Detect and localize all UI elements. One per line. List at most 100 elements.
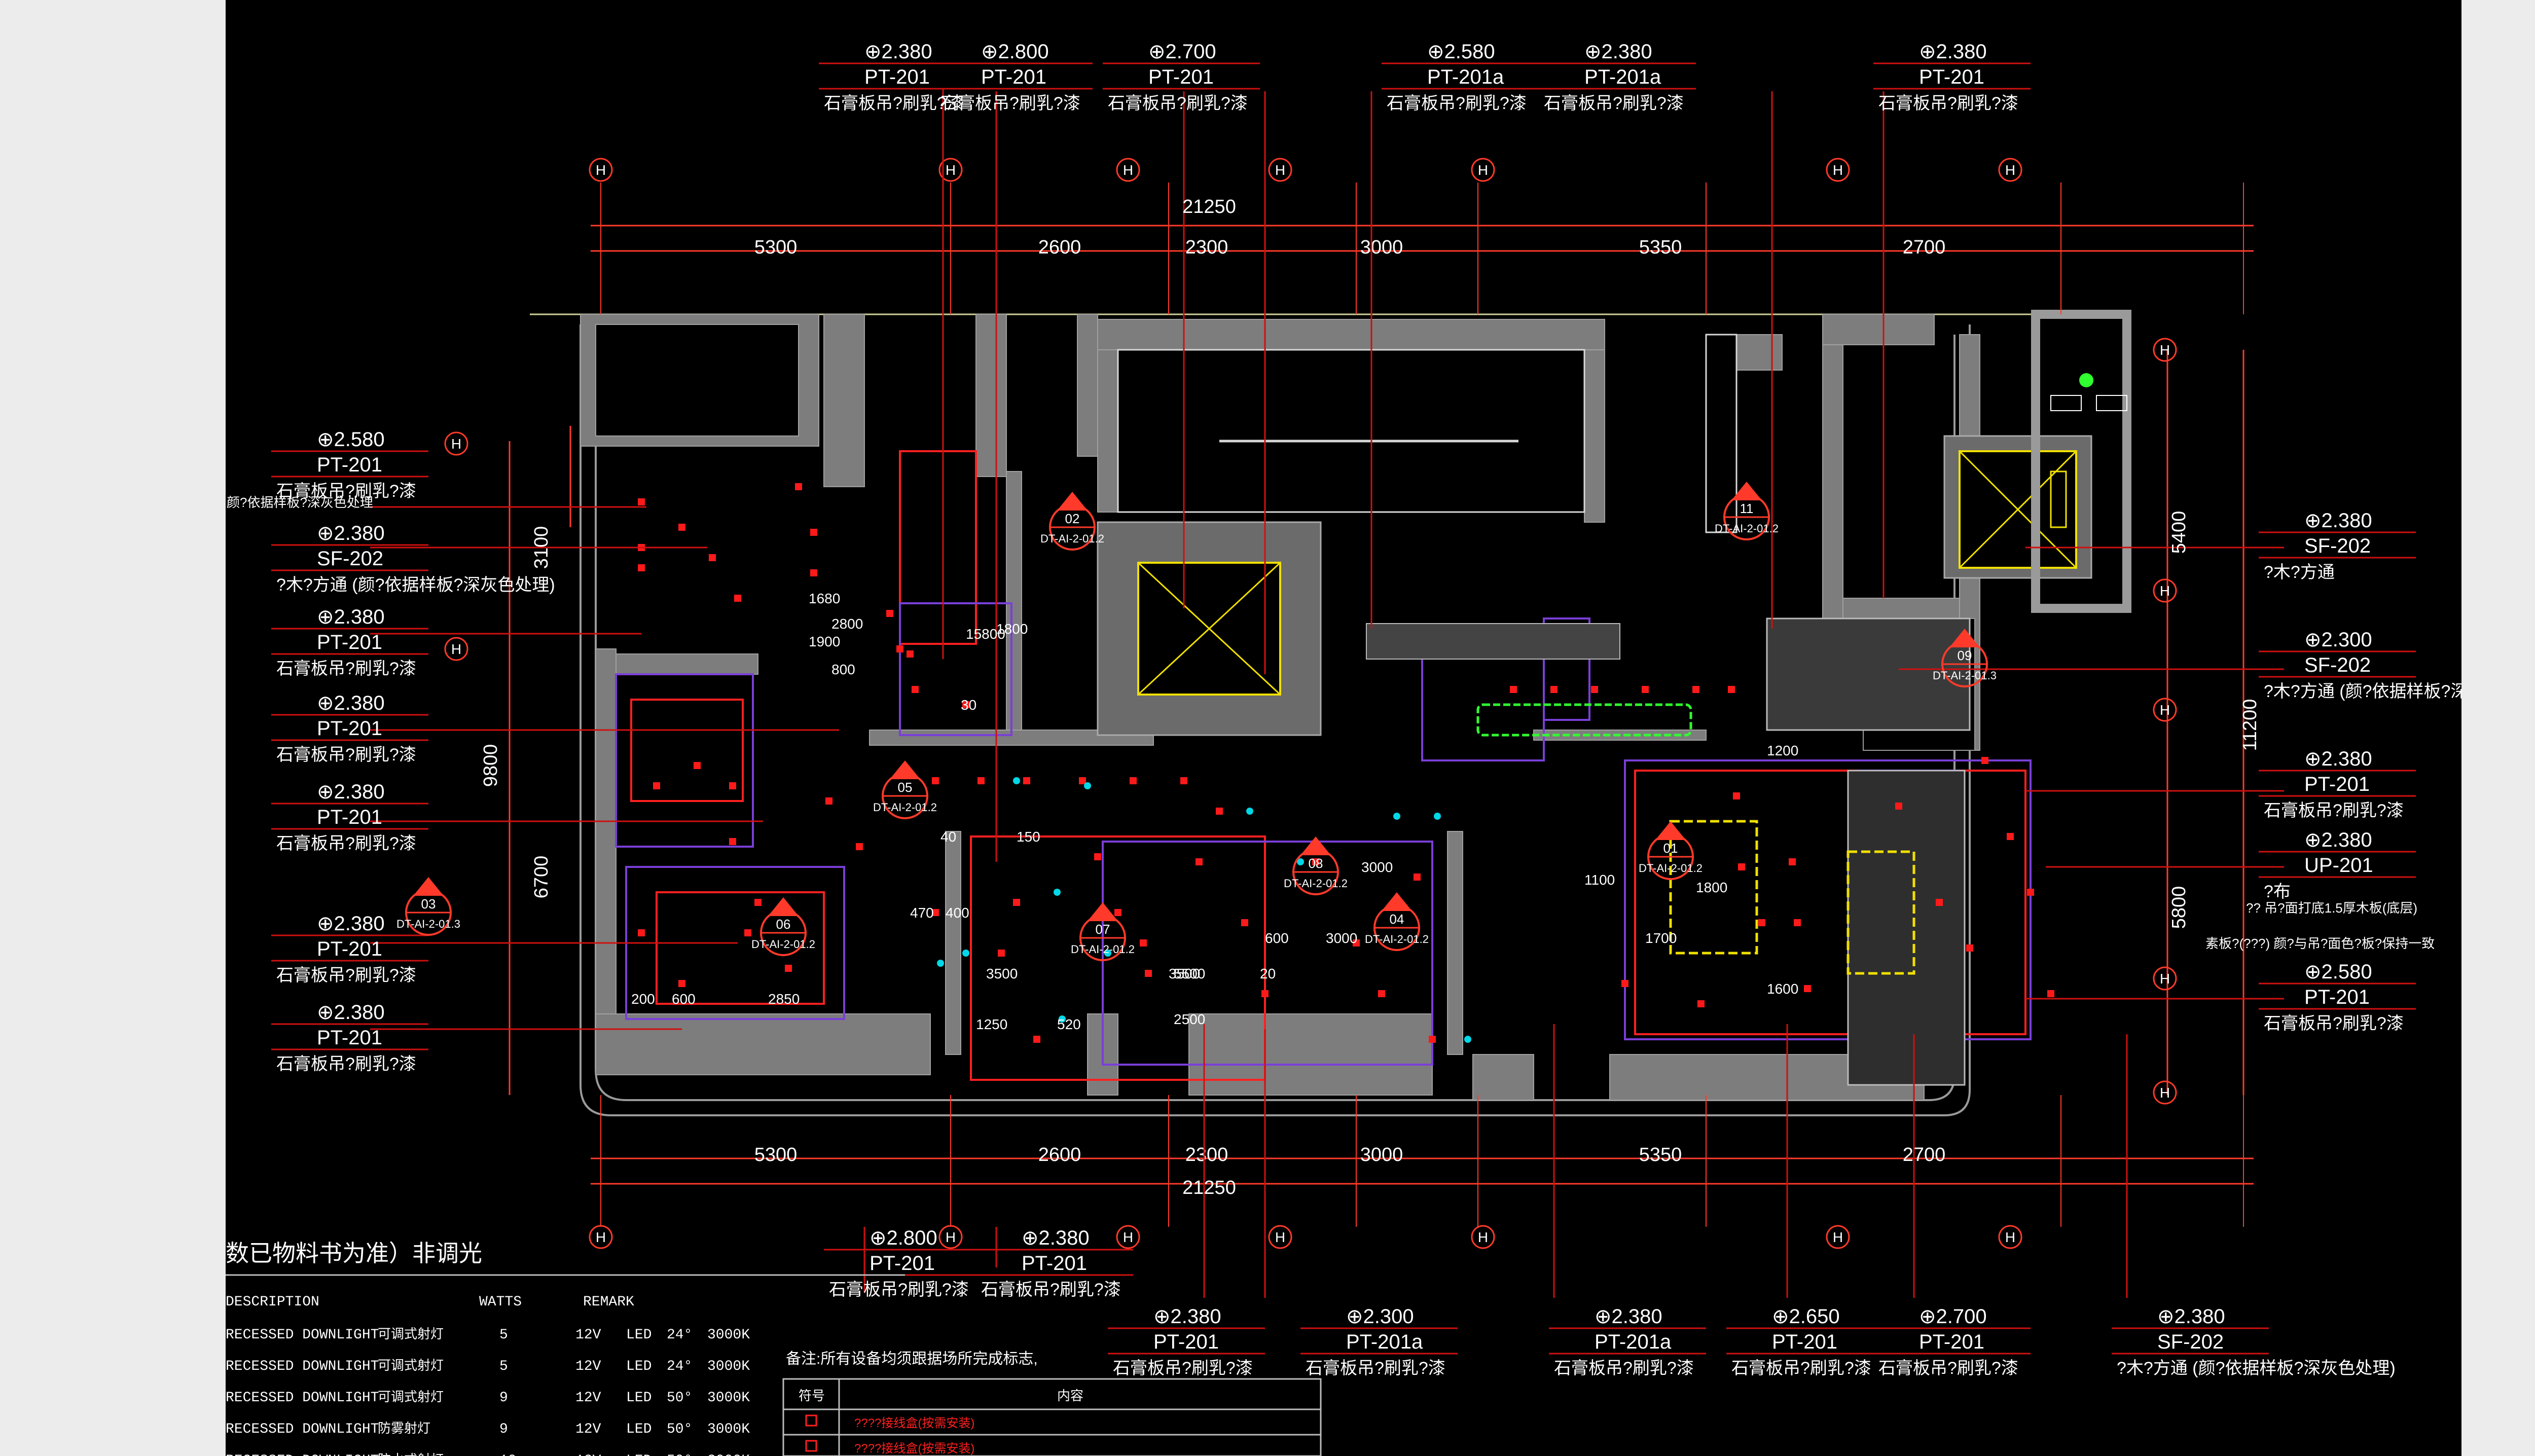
right-dim-lower: 5800 bbox=[2168, 886, 2190, 929]
legend-row-source: LED bbox=[626, 1359, 651, 1374]
grid-bubble-circle bbox=[2153, 578, 2177, 603]
interior-dim: 400 bbox=[946, 905, 969, 921]
legend-row-volt: 12V bbox=[575, 1453, 601, 1456]
grid-bubble-label: H bbox=[1833, 162, 1843, 178]
legend-row-angle: 24° bbox=[667, 1327, 692, 1343]
downlight-fixture bbox=[1130, 777, 1137, 784]
cyan-light-fixture bbox=[1464, 1036, 1471, 1043]
legend-row-description: RECESSED DOWNLIGHT bbox=[226, 1359, 379, 1374]
callout-level: ⊕2.380 bbox=[1022, 1227, 1090, 1249]
downlight-fixture bbox=[932, 909, 939, 916]
section-marker-number: 03 bbox=[421, 896, 436, 912]
interior-dim: 1800 bbox=[996, 621, 1028, 637]
section-marker-arrow bbox=[1300, 836, 1331, 855]
dining-tables bbox=[1669, 820, 1915, 975]
grid-bubble-circle bbox=[2153, 966, 2177, 991]
notes-row-1: ????接线盒(按需安装) bbox=[854, 1416, 974, 1430]
grid-bubble: H bbox=[444, 431, 468, 456]
grid-bubble-label: H bbox=[596, 162, 606, 178]
left-dim-total: 9800 bbox=[480, 744, 501, 787]
interior-dim: 15800 bbox=[966, 626, 1005, 642]
grid-bubble: H bbox=[2153, 1080, 2177, 1105]
legend-row-angle: 50° bbox=[667, 1422, 692, 1437]
downlight-fixture bbox=[638, 929, 645, 936]
downlight-fixture bbox=[1550, 686, 1558, 693]
legend-row-watts: 5 bbox=[499, 1327, 508, 1343]
callout-level: ⊕2.380 bbox=[2304, 748, 2372, 770]
downlight-fixture bbox=[709, 554, 716, 561]
downlight-fixture bbox=[810, 569, 817, 576]
callout-note: 石膏板吊?刷乳?漆 bbox=[276, 745, 416, 765]
callout-note: 石膏板吊?刷乳?漆 bbox=[1306, 1359, 1445, 1378]
callout-level: ⊕2.380 bbox=[864, 41, 932, 63]
callout-note: 石膏板吊?刷乳?漆 bbox=[1544, 94, 1684, 113]
downlight-fixture bbox=[977, 777, 985, 784]
callout-code: PT-201 bbox=[1153, 1331, 1219, 1353]
grid-bubble-circle bbox=[589, 1225, 613, 1249]
section-marker-arrow bbox=[1057, 492, 1088, 511]
downlight-fixture bbox=[1094, 853, 1101, 860]
interior-dim: 600 bbox=[1265, 930, 1289, 946]
notes-box: 备注:所有设备均须跟据场所完成标志, 符号 内容 ????接线盒(按需安装) ?… bbox=[782, 1351, 1322, 1456]
grid-bubble-label: H bbox=[2160, 971, 2170, 987]
section-marker-ref: DT-AI-2-01.2 bbox=[1365, 933, 1429, 945]
legend-header-watts: WATTS bbox=[479, 1294, 522, 1310]
callout-code: SF-202 bbox=[2304, 654, 2371, 676]
downlight-fixture bbox=[1692, 686, 1699, 693]
section-marker-ref: DT-AI-2-01.2 bbox=[873, 801, 937, 814]
callout-note: 石膏板吊?刷乳?漆 bbox=[1108, 94, 1248, 113]
downlight-fixture bbox=[1353, 939, 1360, 947]
section-marker-ref: DT-AI-2-01.2 bbox=[1040, 532, 1104, 545]
legend-row-volt: 12V bbox=[575, 1359, 601, 1374]
legend-row-description: RECESSED DOWNLIGHT bbox=[226, 1422, 379, 1437]
callout-code: PT-201 bbox=[981, 66, 1046, 88]
legend-row-description: RECESSED DOWNLIGHT bbox=[226, 1390, 379, 1406]
callout-code: PT-201 bbox=[1022, 1252, 1087, 1275]
callout-level: ⊕2.380 bbox=[1584, 41, 1652, 63]
left-edge-note: 颜?依据样板?深灰色处理 bbox=[227, 495, 373, 510]
section-marker-ref: DT-AI-2-01.2 bbox=[1715, 522, 1779, 535]
callout-level: ⊕2.580 bbox=[1427, 41, 1495, 63]
callout-code: SF-202 bbox=[2304, 535, 2371, 557]
section-marker-number: 02 bbox=[1065, 511, 1080, 526]
grid-bubble: H bbox=[2153, 966, 2177, 991]
grid-bubble-circle bbox=[1471, 1225, 1495, 1249]
downlight-fixture bbox=[734, 595, 741, 602]
legend-row-type: 可调式射灯 bbox=[378, 1358, 444, 1373]
interior-dim: 1700 bbox=[1645, 930, 1677, 946]
callout-code: PT-201 bbox=[317, 454, 382, 476]
interior-dim: 200 bbox=[631, 991, 655, 1007]
section-marker-arrow bbox=[1088, 902, 1118, 921]
grid-bubble-circle bbox=[2153, 698, 2177, 722]
grid-bubble-label: H bbox=[2005, 162, 2015, 178]
downlight-fixture bbox=[825, 797, 832, 805]
callout-level: ⊕2.380 bbox=[1595, 1305, 1662, 1328]
grid-bubble: H bbox=[1116, 1225, 1140, 1249]
grid-bubble: H bbox=[2153, 338, 2177, 362]
callout-level: ⊕2.380 bbox=[317, 1001, 385, 1024]
cyan-light-fixture bbox=[937, 960, 944, 967]
top-dim-2: 2300 bbox=[1185, 237, 1228, 258]
interior-dim: 5500 bbox=[1174, 966, 1205, 981]
cyan-light-fixture bbox=[1054, 889, 1061, 896]
legend-row-source: LED bbox=[626, 1390, 651, 1406]
interior-dim: 1900 bbox=[809, 634, 840, 649]
legend-row-angle: 50° bbox=[667, 1453, 692, 1456]
cyan-light-fixture bbox=[1297, 858, 1304, 865]
downlight-fixture bbox=[729, 782, 736, 789]
grid-bubble: H bbox=[2153, 578, 2177, 603]
legend-row-source: LED bbox=[626, 1422, 651, 1437]
grid-bubble-label: H bbox=[596, 1229, 606, 1245]
downlight-fixture bbox=[998, 950, 1005, 957]
callout-level: ⊕2.700 bbox=[1919, 1305, 1987, 1328]
callout-note: 石膏板吊?刷乳?漆 bbox=[1113, 1359, 1253, 1378]
